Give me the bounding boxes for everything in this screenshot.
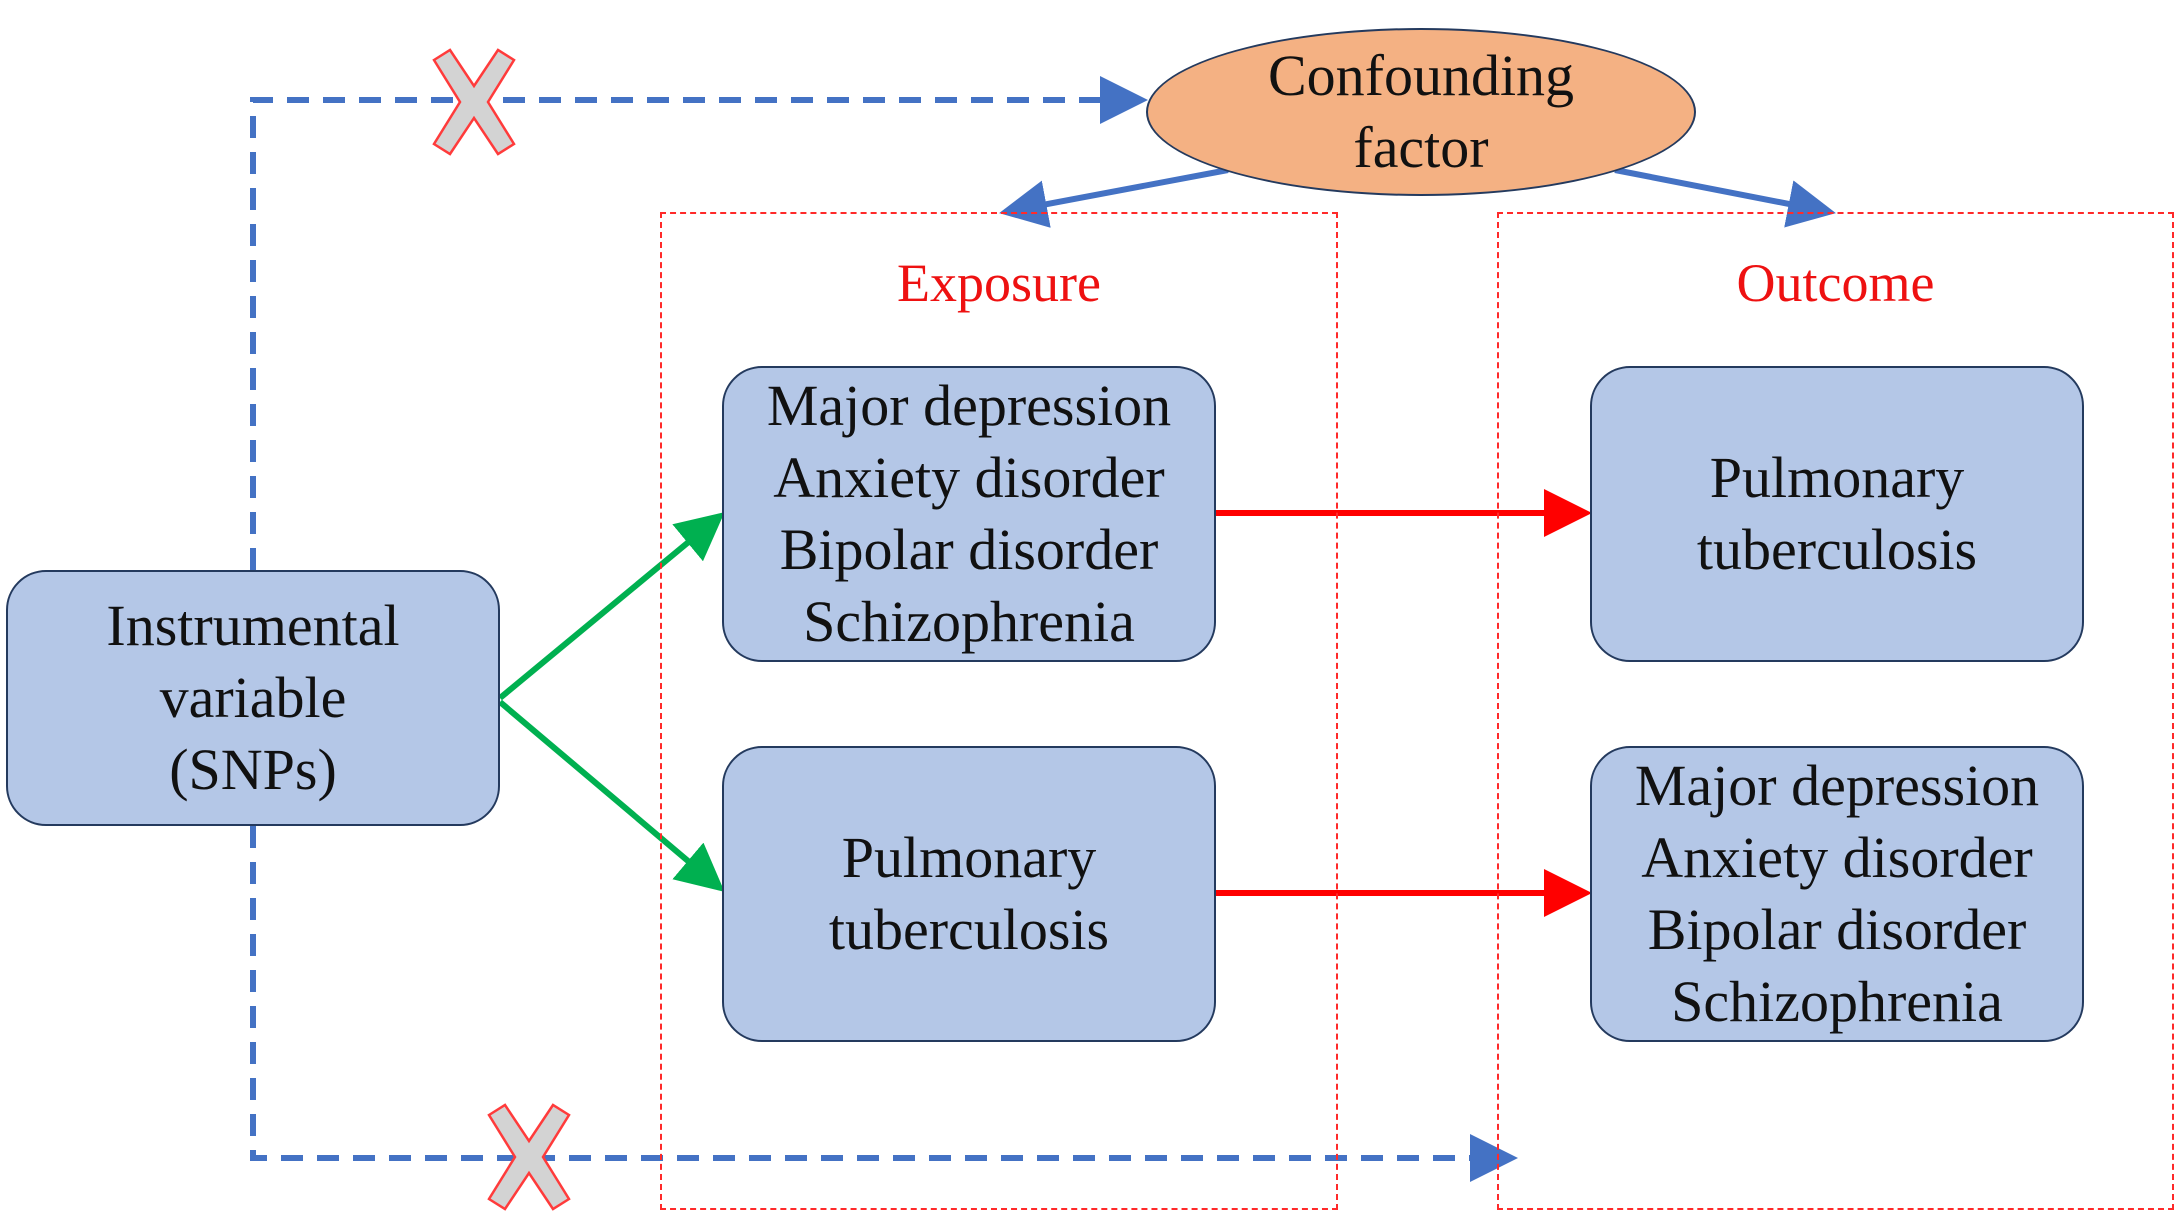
exposure-tuberculosis-node: Pulmonary tuberculosis: [722, 746, 1216, 1042]
outcome-tuberculosis-node: Pulmonary tuberculosis: [1590, 366, 2084, 662]
blocked-path-to-outcome: [250, 826, 1518, 1182]
outcome-psychiatric-node: Major depression Anxiety disorder Bipola…: [1590, 746, 2084, 1042]
outcome-bottom-line-4: Schizophrenia: [1671, 969, 2003, 1034]
confounding-factor-node: Confounding factor: [1146, 28, 1696, 196]
blocked-path-to-confounder: [250, 76, 1148, 570]
confounder-line-1: Confounding: [1267, 43, 1575, 108]
exposure-bottom-line-2: tuberculosis: [828, 897, 1110, 962]
exposure-top-line-1: Major depression: [766, 373, 1172, 438]
confounder-line-2: factor: [1353, 115, 1489, 180]
exposure-top-line-2: Anxiety disorder: [773, 445, 1165, 510]
exposure-frame: Exposure: [660, 212, 1338, 1210]
exposure-top-line-3: Bipolar disorder: [779, 517, 1159, 582]
instrument-to-exposure-bottom-arrow: [498, 699, 725, 892]
outcome-top-line-2: tuberculosis: [1696, 517, 1978, 582]
instrument-to-exposure-top-arrow: [498, 512, 725, 701]
blocked-cross-icon-bottom: [487, 1103, 571, 1211]
blocked-cross-icon-top: [432, 48, 516, 156]
instrumental-variable-node: Instrumental variable (SNPs): [6, 570, 500, 826]
confounder-to-outcome-arrow: [1614, 167, 1836, 228]
confounder-to-exposure-arrow: [999, 167, 1229, 228]
outcome-frame: Outcome: [1497, 212, 2174, 1210]
outcome-bottom-line-1: Major depression: [1634, 753, 2040, 818]
exposure-title: Exposure: [897, 253, 1101, 313]
outcome-bottom-line-2: Anxiety disorder: [1641, 825, 2033, 890]
instrument-line-2: variable: [159, 665, 347, 730]
exposure-top-line-4: Schizophrenia: [803, 589, 1135, 654]
outcome-top-line-1: Pulmonary: [1709, 445, 1965, 510]
exposure-bottom-line-1: Pulmonary: [841, 825, 1097, 890]
outcome-title: Outcome: [1736, 253, 1935, 313]
instrument-line-1: Instrumental: [106, 593, 400, 658]
exposure-psychiatric-node: Major depression Anxiety disorder Bipola…: [722, 366, 1216, 662]
outcome-bottom-line-3: Bipolar disorder: [1647, 897, 2027, 962]
instrument-line-3: (SNPs): [169, 737, 337, 802]
